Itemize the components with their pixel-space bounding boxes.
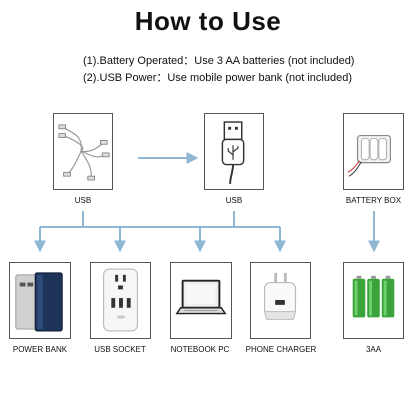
label-usb-cable: USB bbox=[74, 196, 92, 205]
phone-charger-box bbox=[250, 262, 311, 339]
note-usb-power: (2).USB Power：Use mobile power bank (not… bbox=[83, 72, 353, 84]
phone-charger-icon bbox=[263, 272, 297, 320]
wire-bus bbox=[40, 211, 280, 228]
usb-socket-icon bbox=[102, 268, 139, 332]
note-battery-operated: (1).Battery Operated：Use 3 AA batteries … bbox=[83, 55, 355, 67]
notebook-box bbox=[170, 262, 232, 339]
aa-batteries-icon bbox=[352, 275, 395, 318]
usb-socket-box bbox=[90, 262, 151, 339]
laptop-icon bbox=[175, 279, 227, 315]
batteries-box bbox=[343, 262, 404, 339]
page-title: How to Use bbox=[134, 6, 282, 36]
label-batteries: 3AA bbox=[365, 345, 382, 354]
label-phone-charger: PHONE CHARGER bbox=[245, 345, 317, 354]
label-usb-socket: USB SOCKET bbox=[94, 345, 146, 354]
usb-cable-icon bbox=[58, 124, 110, 181]
usb-plug-icon bbox=[221, 121, 245, 184]
power-bank-box bbox=[9, 262, 71, 339]
label-usb-plug: USB bbox=[225, 196, 243, 205]
power-bank-icon bbox=[15, 272, 63, 332]
battery-box-box bbox=[343, 113, 404, 190]
label-battery-box: BATTERY BOX bbox=[345, 196, 402, 205]
label-power-bank: POWER BANK bbox=[12, 345, 68, 354]
label-notebook: NOTEBOOK PC bbox=[170, 345, 230, 354]
usb-cable-box bbox=[53, 113, 113, 190]
usb-plug-box bbox=[204, 113, 264, 190]
battery-box-icon bbox=[347, 134, 392, 177]
